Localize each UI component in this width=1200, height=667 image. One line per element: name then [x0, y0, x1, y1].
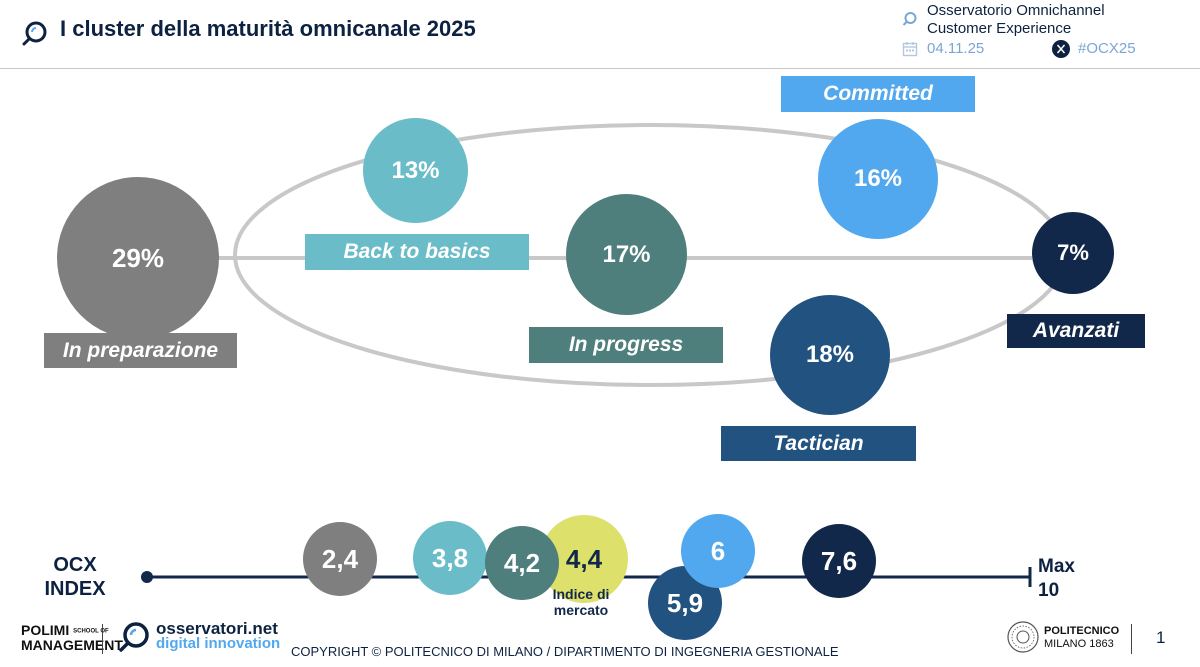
ocx-point-avanzati: 7,6: [802, 524, 876, 598]
org-name-line1: Osservatorio Omnichannel: [927, 2, 1105, 19]
cluster-value-back-to-basics: 13%: [391, 156, 440, 184]
page-number: 1: [1156, 628, 1166, 647]
ocx-point-in-preparazione: 2,4: [303, 522, 377, 596]
cluster-circle-in-progress: 17%: [566, 194, 687, 315]
cluster-circle-in-preparazione: 29%: [57, 177, 219, 339]
ocx-index-title: OCX INDEX: [44, 554, 106, 600]
cluster-value-committed: 16%: [853, 165, 903, 192]
cluster-value-in-progress: 17%: [602, 240, 651, 268]
cluster-circle-committed: 16%: [818, 119, 938, 239]
cluster-label-committed: Committed: [781, 76, 975, 112]
page-title: I cluster della maturità omnicanale 2025: [60, 16, 476, 41]
cluster-value-tactician: 18%: [805, 341, 855, 368]
calendar-icon: [902, 41, 918, 57]
osservatori-logo-icon: [118, 621, 150, 653]
footer-divider-right: [1131, 624, 1132, 654]
cluster-label-avanzati: Avanzati: [1007, 314, 1145, 348]
cluster-value-avanzati: 7%: [1057, 240, 1089, 265]
event-date: 04.11.25: [927, 40, 985, 57]
org-name-line2: Customer Experience: [927, 20, 1072, 37]
polimi-logo: POLIMI SCHOOL OF MANAGEMENT: [21, 622, 123, 654]
event-hashtag: #OCX25: [1078, 40, 1136, 57]
osservatori-tagline: digital innovation: [156, 635, 281, 652]
cluster-label-tactician: Tactician: [721, 426, 916, 461]
osservatori-brand: osservatori.net: [156, 619, 278, 638]
politecnico-city: MILANO 1863: [1044, 638, 1114, 650]
cluster-label-in-preparazione: In preparazione: [44, 333, 237, 368]
cluster-circle-back-to-basics: 13%: [363, 118, 468, 223]
cluster-label-in-progress: In progress: [529, 327, 723, 363]
copyright-text: COPYRIGHT © POLITECNICO DI MILANO / DIPA…: [291, 644, 839, 659]
x-social-icon: [1052, 40, 1070, 58]
org-logo-icon: [902, 11, 918, 27]
cluster-label-back-to-basics: Back to basics: [305, 234, 529, 270]
ocx-point-back-to-basics: 3,8: [413, 521, 487, 595]
cluster-value-in-preparazione: 29%: [111, 242, 165, 273]
ocx-index-max-label: Max 10: [1038, 556, 1075, 601]
ocx-point-committed: 6: [681, 514, 755, 588]
header-divider: [0, 68, 1200, 69]
politecnico-seal-icon: [1007, 621, 1039, 653]
observatory-logo-icon: [22, 20, 48, 46]
cluster-circle-avanzati: 7%: [1032, 212, 1114, 294]
cluster-circle-tactician: 18%: [770, 295, 890, 415]
footer-divider: [102, 624, 103, 654]
politecnico-name: POLITECNICO: [1044, 625, 1120, 637]
market-index-label: Indice di mercato: [552, 586, 610, 618]
ocx-point-in-progress: 4,2: [485, 526, 559, 600]
